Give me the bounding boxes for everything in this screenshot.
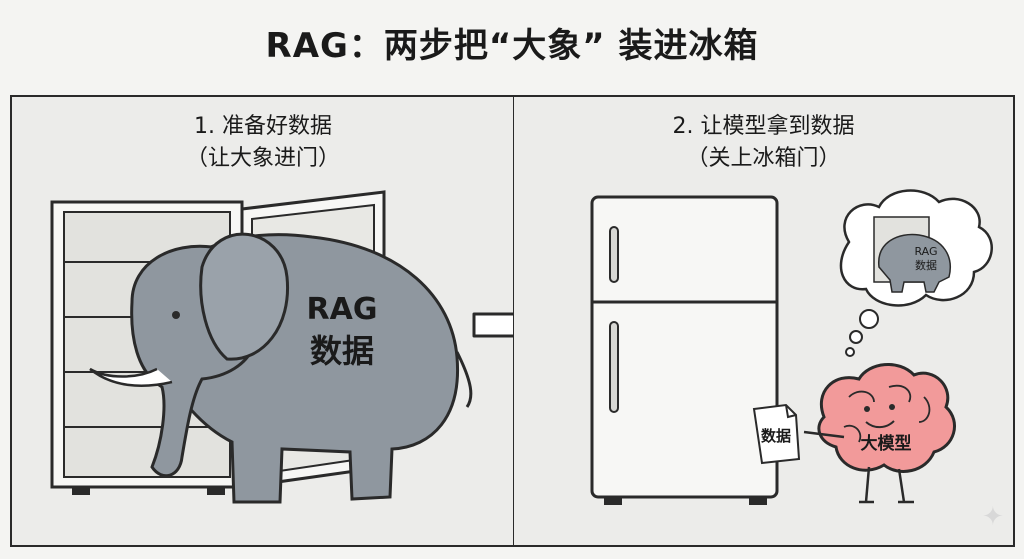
page-title: RAG：两步把“大象” 装进冰箱 [265, 26, 759, 66]
step2-title: 2. 让模型拿到数据 [672, 114, 855, 139]
step1-subtitle: （让大象进门） [185, 146, 340, 171]
open-fridge-elephant-illustration: RAG 数据 [50, 190, 473, 504]
elephant-icon: RAG 数据 [89, 232, 473, 504]
sparkle-icon: ✦ [982, 502, 1004, 532]
paper-label: 数据 [761, 427, 791, 445]
step2-panel: 2. 让模型拿到数据 （关上冰箱门） RAG 数据 数据 [513, 95, 1015, 547]
document-icon: 数据 [752, 403, 801, 465]
bubble-label-data: 数据 [915, 258, 937, 272]
step1-panel: 1. 准备好数据 （让大象进门） [10, 95, 515, 547]
thought-bubble-icon: RAG 数据 [839, 189, 993, 357]
elephant-label-rag: RAG [307, 292, 378, 327]
bubble-label-rag: RAG [914, 245, 937, 258]
step1-title: 1. 准备好数据 [194, 114, 332, 139]
step2-subtitle: （关上冰箱门） [686, 146, 841, 171]
brain-icon: 大模型 [803, 362, 956, 504]
brain-label: 大模型 [861, 433, 912, 454]
closed-fridge-icon [590, 195, 779, 505]
closed-fridge-brain-illustration: RAG 数据 数据 大模型 [590, 189, 993, 505]
elephant-label-data: 数据 [310, 332, 374, 370]
